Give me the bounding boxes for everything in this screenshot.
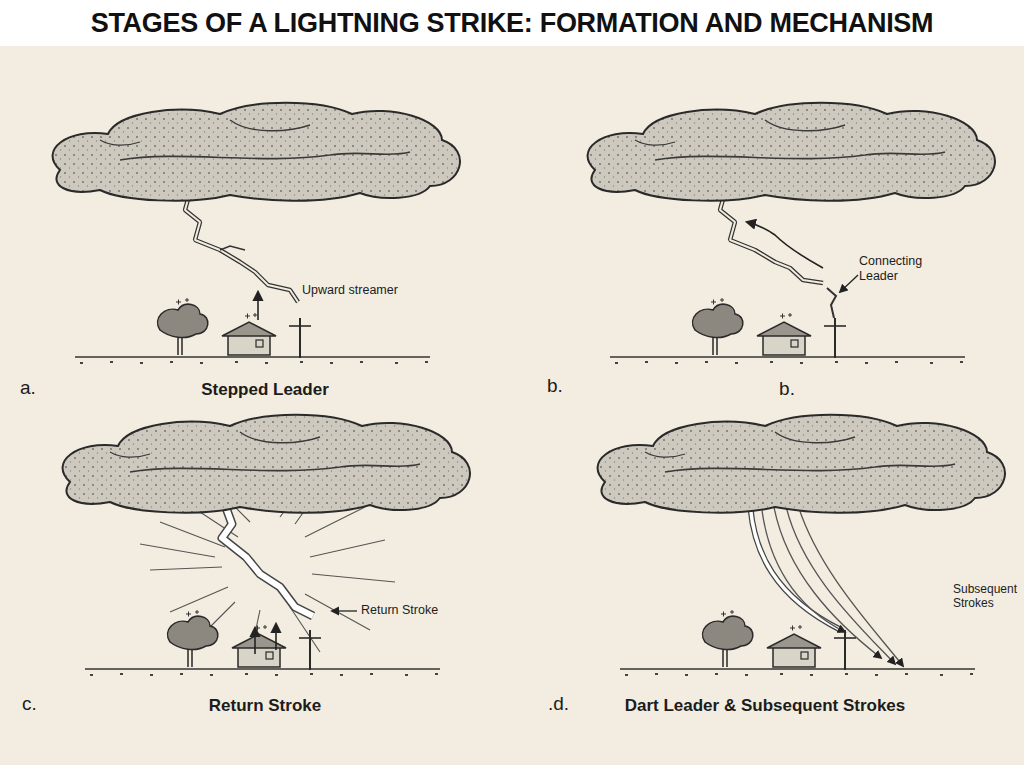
panel-c [63,415,470,675]
panel-caption: b. [767,377,807,400]
callout-arrow [332,610,357,611]
callout-label: Return Stroke [361,603,481,618]
panel-b [588,103,995,363]
callout-label: Connecting Leader [859,254,947,284]
panel-a [53,103,460,363]
callout-arrow [840,275,858,292]
panel-letter: b. [547,374,587,397]
panel-caption: Dart Leader & Subsequent Strokes [600,696,930,716]
upward-arrow [254,628,256,654]
upward-arrow [275,624,277,650]
subsequent-stroke [761,502,845,632]
stepped-leader [185,192,298,302]
panel-letter: c. [22,692,62,715]
panel-caption: Return Stroke [150,696,380,716]
diagram-title: STAGES OF A LIGHTNING STRIKE: FORMATION … [0,0,1024,46]
connecting-leader [827,288,836,318]
return-stroke [222,505,313,616]
panel-letter: a. [20,376,60,399]
callout-label: Upward streamer [302,283,432,298]
callout-label: Subsequent Strokes [953,582,1023,610]
panel-letter: .d. [548,692,588,715]
upward-curve-arrow [747,222,823,268]
subsequent-stroke [797,502,903,666]
subsequent-stroke [773,502,881,658]
leader-branch [220,246,245,250]
upward-arrow [257,292,259,320]
panel-d [598,415,1005,675]
panel-caption: Stepped Leader [150,380,380,400]
stepped-leader [720,192,823,283]
